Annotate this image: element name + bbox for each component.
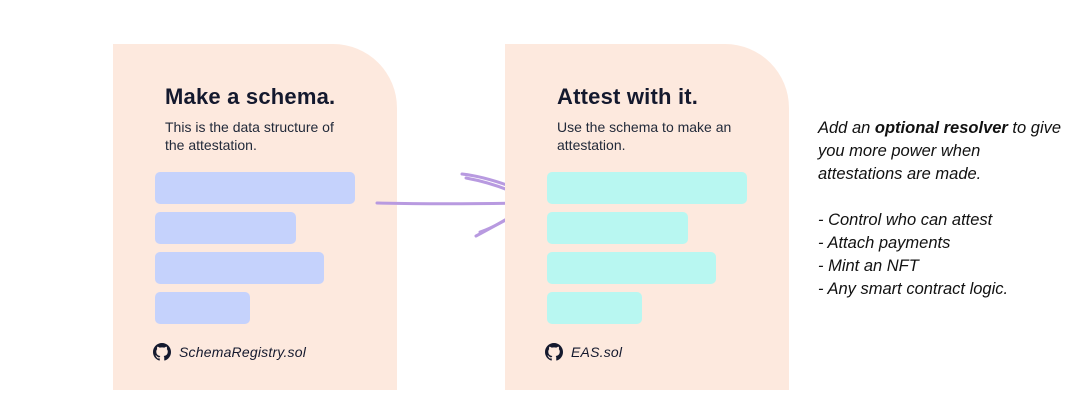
attestation-field-bar xyxy=(547,212,688,244)
schema-field-bar xyxy=(155,252,324,284)
resolver-capabilities-list: - Control who can attest - Attach paymen… xyxy=(818,209,1068,301)
resolver-intro: Add an optional resolver to give you mor… xyxy=(818,117,1068,186)
github-icon xyxy=(545,343,563,361)
list-item: - Control who can attest xyxy=(818,211,993,229)
schema-card: Make a schema. This is the data structur… xyxy=(113,44,397,390)
schema-field-bar xyxy=(155,172,355,204)
attest-card-title: Attest with it. xyxy=(557,84,699,109)
eas-file-link[interactable]: EAS.sol xyxy=(545,343,622,361)
github-icon xyxy=(153,343,171,361)
schema-file-name[interactable]: SchemaRegistry.sol xyxy=(179,344,307,360)
spacer xyxy=(818,186,1068,209)
attestation-field-bar xyxy=(547,292,642,324)
resolver-intro-lead: Add an xyxy=(818,119,875,137)
resolver-description: Add an optional resolver to give you mor… xyxy=(818,117,1068,301)
eas-file-name[interactable]: EAS.sol xyxy=(571,344,623,360)
schema-card-title: Make a schema. xyxy=(165,84,336,109)
attest-card-description: Use the schema to make an attestation. xyxy=(557,119,732,153)
schema-field-bar xyxy=(155,292,250,324)
attestation-field-bar xyxy=(547,172,747,204)
schema-file-link[interactable]: SchemaRegistry.sol xyxy=(153,343,306,361)
schema-field-bar xyxy=(155,212,296,244)
attestation-field-bar xyxy=(547,252,716,284)
optional-resolver-emphasis: optional resolver xyxy=(874,119,1008,137)
list-item: - Attach payments xyxy=(818,234,951,252)
resolver-intro-rest: to give you more power when attestations… xyxy=(818,119,1062,183)
attest-card: Attest with it. Use the schema to make a… xyxy=(505,44,789,390)
schema-card-description: This is the data structure of the attest… xyxy=(165,119,334,153)
list-item: - Mint an NFT xyxy=(818,257,919,275)
list-item: - Any smart contract logic. xyxy=(818,280,1009,298)
